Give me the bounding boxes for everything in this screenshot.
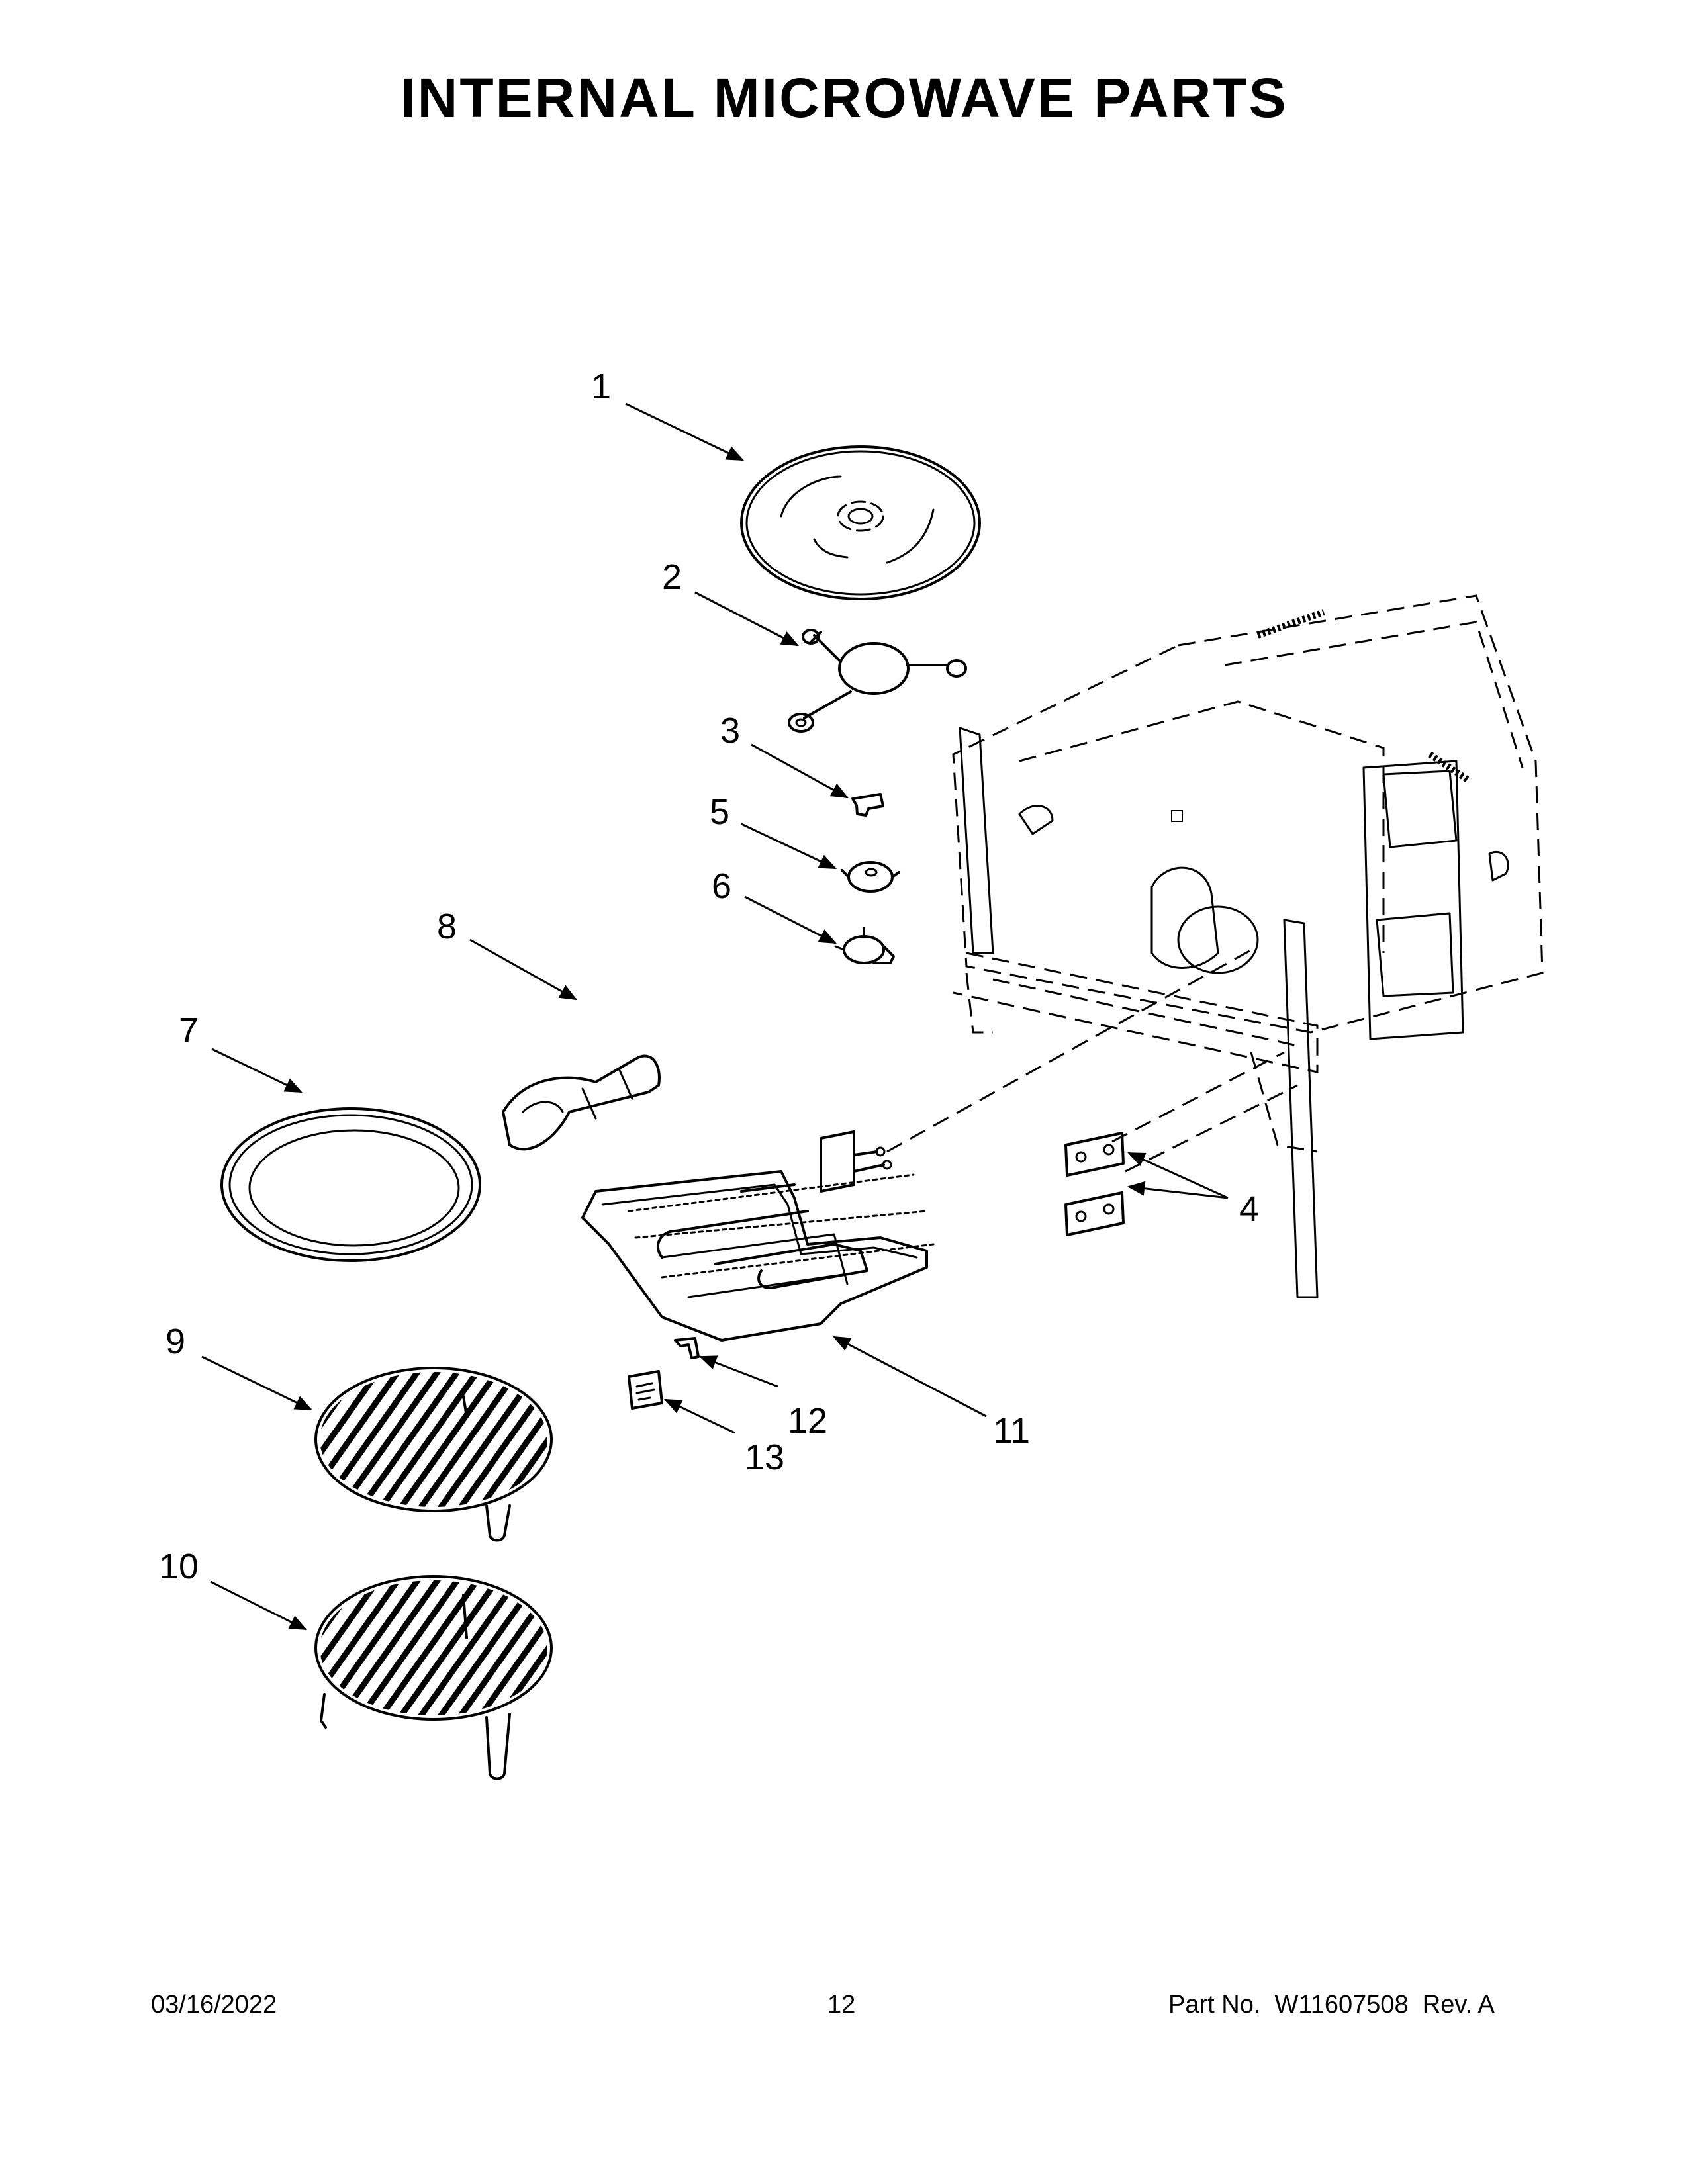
roller-support	[788, 629, 967, 733]
callout-12: 12	[788, 1401, 827, 1441]
alignment-line	[1111, 1051, 1285, 1143]
instruction-label	[628, 1370, 663, 1410]
callout-9: 9	[165, 1322, 185, 1361]
callout-2: 2	[662, 557, 682, 597]
callout-13: 13	[745, 1437, 784, 1477]
low-cooking-rack	[314, 1367, 553, 1542]
callout-8: 8	[437, 907, 457, 946]
crisper-pan	[220, 1107, 481, 1262]
alignment-line	[1125, 1084, 1298, 1173]
clip-part	[851, 793, 884, 817]
turntable-motor	[834, 927, 895, 964]
alignment-line	[886, 945, 1258, 1153]
callout-11: 11	[993, 1411, 1030, 1451]
oven-cavity-housing	[952, 594, 1544, 1298]
turntable-glass-tray	[740, 445, 981, 600]
callout-5: 5	[710, 792, 729, 832]
part-number: W11607508	[1274, 1991, 1409, 2019]
footer-part-info: Part No. W11607508 Rev. A	[1168, 1991, 1495, 2019]
revision: Rev. A	[1422, 1991, 1495, 2019]
page-title: INTERNAL MICROWAVE PARTS	[400, 67, 1288, 129]
leader-arrows	[201, 402, 1229, 1631]
callout-4: 4	[1239, 1189, 1259, 1229]
turntable-coupler	[841, 861, 900, 893]
callout-3: 3	[720, 711, 740, 751]
high-cooking-rack	[314, 1575, 553, 1780]
callout-1: 1	[591, 367, 611, 406]
broil-heating-element	[581, 1130, 935, 1342]
callout-6: 6	[712, 866, 731, 906]
callout-10: 10	[159, 1547, 199, 1586]
waveguide-mica-covers	[1064, 1132, 1125, 1236]
callout-7: 7	[179, 1011, 199, 1050]
element-bracket	[674, 1337, 700, 1359]
part-label: Part No.	[1168, 1991, 1261, 2019]
waveguide-cover-handle	[502, 1054, 661, 1151]
footer-date: 03/16/2022	[151, 1991, 277, 2019]
footer-page-number: 12	[827, 1991, 856, 2019]
